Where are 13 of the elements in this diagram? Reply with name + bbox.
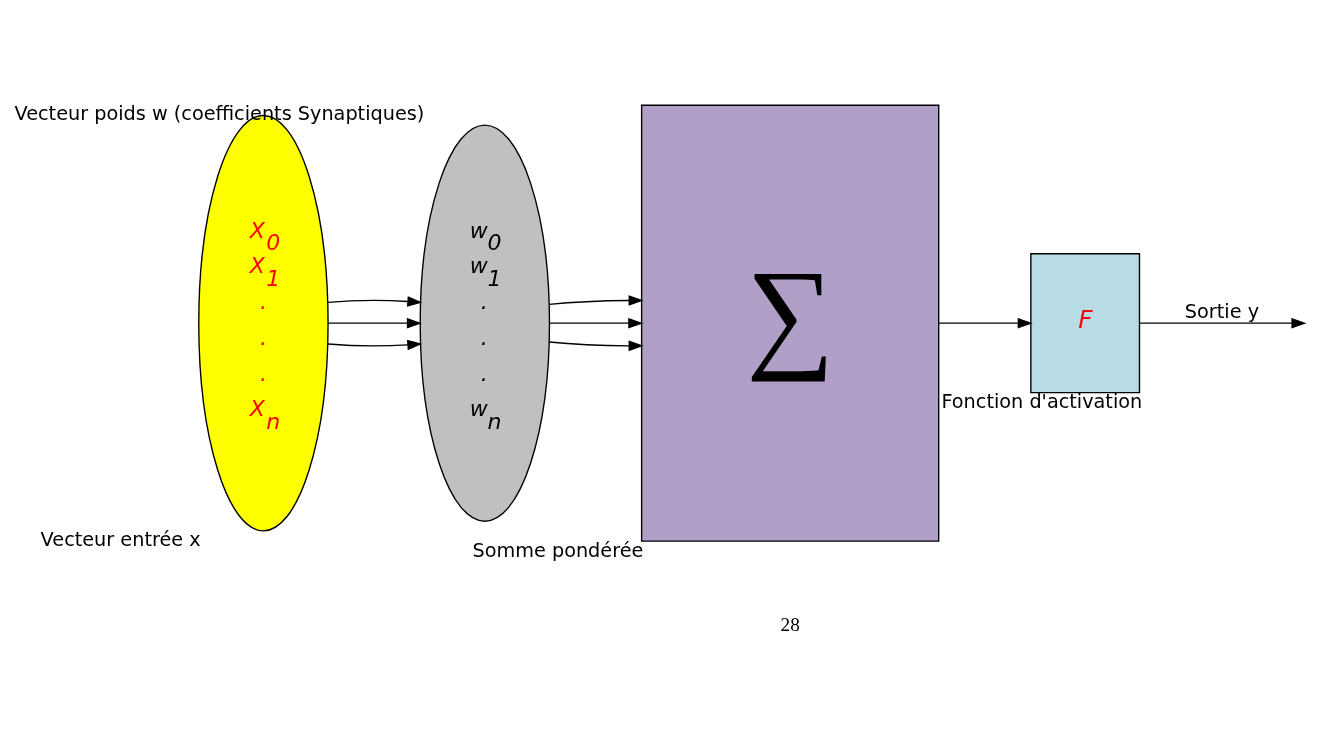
arrow — [548, 317, 644, 328]
arrow — [327, 317, 422, 328]
arrow — [327, 295, 423, 307]
arrow — [327, 339, 423, 350]
node-label: Vecteur entrée x — [40, 527, 201, 551]
label: 28 — [780, 613, 800, 635]
edge-label: Sortie y — [1184, 299, 1260, 323]
node-box: F — [1030, 252, 1141, 393]
arrow — [548, 294, 644, 306]
node-box: ∑ — [640, 104, 940, 542]
arrow — [1139, 317, 1307, 328]
arrow — [548, 340, 644, 351]
arrow — [938, 317, 1033, 328]
